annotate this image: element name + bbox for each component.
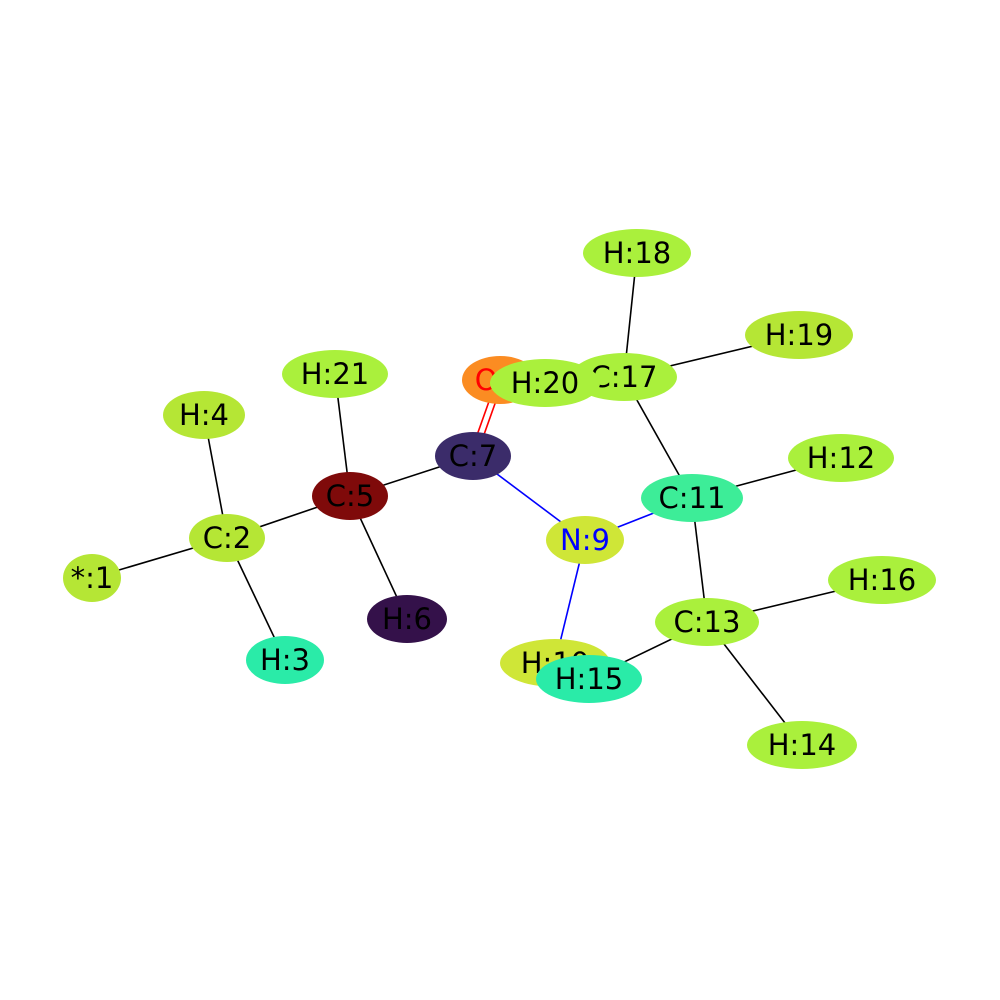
atom-ellipse-12	[788, 434, 894, 482]
atom-node-20: H:20	[490, 359, 600, 407]
atom-label-12: H:12	[807, 441, 875, 475]
atom-node-6: H:6	[367, 595, 447, 643]
atom-label-11: C:11	[659, 481, 726, 515]
atom-label-5: C:5	[326, 479, 374, 513]
atom-label-20: H:20	[511, 366, 579, 400]
atom-ellipse-14	[747, 721, 857, 769]
atom-node-19: H:19	[745, 311, 853, 359]
atom-node-21: H:21	[282, 350, 388, 398]
atom-node-14: H:14	[747, 721, 857, 769]
atom-node-1: *:1	[63, 554, 121, 602]
atom-ellipse-4	[163, 391, 245, 439]
atom-label-14: H:14	[768, 728, 836, 762]
atom-node-11: C:11	[641, 474, 743, 522]
atom-label-13: C:13	[674, 605, 741, 639]
atom-label-21: H:21	[301, 357, 369, 391]
atom-ellipse-21	[282, 350, 388, 398]
atom-ellipse-7	[435, 432, 511, 480]
atom-node-18: H:18	[583, 229, 691, 277]
atom-label-16: H:16	[848, 563, 916, 597]
atom-ellipse-13	[655, 598, 759, 646]
atom-ellipse-6	[367, 595, 447, 643]
atom-node-9: N:9	[546, 516, 624, 564]
atom-node-7: C:7	[435, 432, 511, 480]
atom-ellipse-3	[246, 636, 324, 684]
atom-ellipse-1	[63, 554, 121, 602]
atom-label-9: N:9	[560, 523, 610, 557]
atom-node-4: H:4	[163, 391, 245, 439]
atom-node-12: H:12	[788, 434, 894, 482]
atom-ellipse-16	[828, 556, 936, 604]
atom-ellipse-20	[490, 359, 600, 407]
atom-label-3: H:3	[260, 643, 310, 677]
atom-node-2: C:2	[189, 514, 265, 562]
atom-label-2: C:2	[203, 521, 251, 555]
atom-node-13: C:13	[655, 598, 759, 646]
atom-ellipse-9	[546, 516, 624, 564]
atom-ellipse-15	[536, 655, 642, 703]
atom-label-15: H:15	[555, 662, 623, 696]
atom-label-18: H:18	[603, 236, 671, 270]
atom-node-5: C:5	[312, 472, 388, 520]
atom-label-19: H:19	[765, 318, 833, 352]
atom-label-1: *:1	[71, 561, 114, 595]
atom-node-15: H:15	[536, 655, 642, 703]
atom-ellipse-5	[312, 472, 388, 520]
atoms-layer: *:1C:2H:3H:4C:5H:6C:7O:8N:9H:10C:11H:12C…	[63, 229, 936, 769]
atom-ellipse-2	[189, 514, 265, 562]
atom-label-6: H:6	[382, 602, 432, 636]
atom-node-3: H:3	[246, 636, 324, 684]
atom-ellipse-18	[583, 229, 691, 277]
atom-label-4: H:4	[179, 398, 229, 432]
atom-label-7: C:7	[449, 439, 497, 473]
atom-ellipse-11	[641, 474, 743, 522]
atom-label-17: C:17	[591, 360, 658, 394]
atom-node-16: H:16	[828, 556, 936, 604]
atom-ellipse-19	[745, 311, 853, 359]
